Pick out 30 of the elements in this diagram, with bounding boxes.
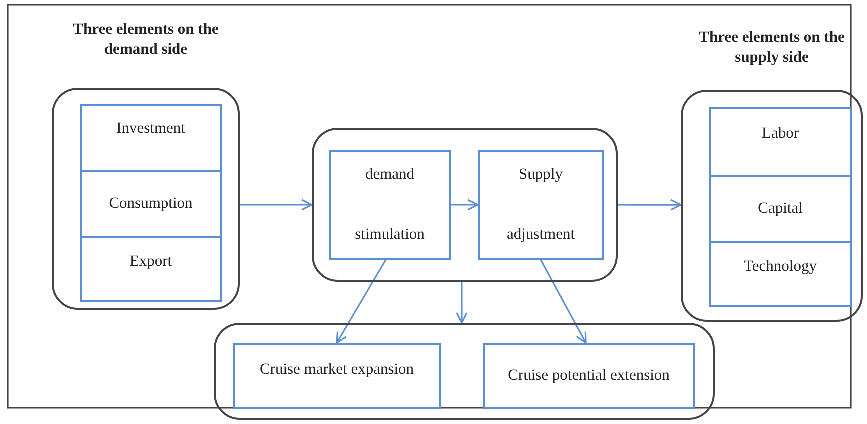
text-box — [80, 236, 222, 302]
box-label: Investment — [116, 120, 186, 138]
text-box — [709, 175, 852, 243]
box-label: Consumption — [109, 195, 193, 213]
box-label: Cruise potential extension — [508, 367, 670, 385]
text-box — [233, 343, 441, 409]
box-label: Capital — [758, 200, 803, 218]
arrow — [540, 260, 587, 344]
text-box — [80, 170, 222, 238]
box-label: Supply adjustment — [506, 165, 576, 245]
box-label: Cruise market expansion — [260, 361, 414, 379]
arrow — [451, 199, 479, 211]
rounded-group-box — [214, 323, 715, 420]
arrow — [456, 282, 468, 324]
group-heading: Three elements on the supply side — [698, 28, 846, 68]
arrow — [336, 260, 387, 344]
text-box — [483, 343, 695, 409]
text-box — [80, 104, 222, 172]
box-label: Labor — [762, 125, 799, 143]
text-box — [709, 241, 852, 307]
box-label: demand stimulation — [354, 165, 426, 245]
box-label: Technology — [744, 258, 817, 276]
arrow — [240, 199, 313, 211]
arrow — [618, 199, 682, 211]
text-box — [709, 107, 852, 177]
text-box — [478, 150, 604, 260]
box-label: Export — [130, 253, 172, 271]
text-box — [329, 150, 451, 260]
group-heading: Three elements on the demand side — [72, 20, 220, 60]
rounded-group-box — [312, 128, 618, 282]
